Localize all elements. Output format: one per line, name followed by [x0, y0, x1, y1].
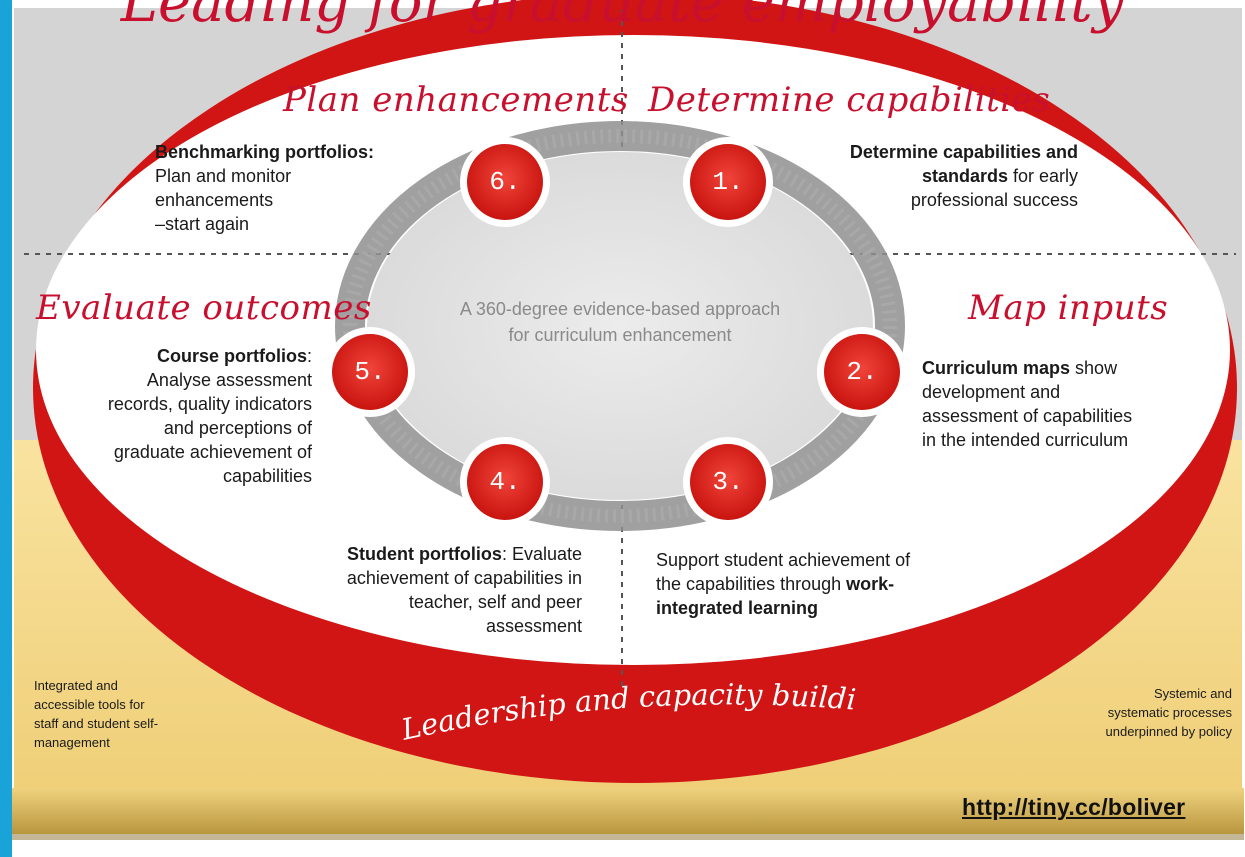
center-caption-line2: for curriculum enhancement: [508, 325, 732, 345]
left-note: Integrated and accessible tools for staf…: [34, 676, 234, 752]
block-3-line2a: the capabilities through: [656, 574, 847, 594]
left-note-line2: accessible tools for: [34, 697, 145, 712]
phase-title-evaluate: Evaluate outcomes: [36, 288, 372, 328]
phase-title-plan: Plan enhancements: [283, 80, 629, 120]
page-title: Leading for graduate employability: [120, 0, 1125, 35]
block-5-bold: Course portfolios: [156, 346, 307, 366]
block-curriculum-maps: Curriculum maps show development and ass…: [922, 356, 1222, 452]
block-5-colon: :: [306, 346, 312, 366]
block-student-portfolios: Student portfolios: Evaluate achievement…: [270, 542, 582, 638]
cycle-ring-texture: [343, 129, 897, 523]
block-5-line5: capabilities: [222, 466, 312, 486]
block-6-bold: Benchmarking portfolios:: [155, 142, 375, 162]
block-1-rest2: for early: [1007, 166, 1078, 186]
left-note-line1: Integrated and: [34, 678, 118, 693]
center-fill: [367, 152, 873, 500]
block-3-line3: integrated learning: [656, 598, 819, 618]
block-6-line2: enhancements: [155, 190, 274, 210]
right-note-line2: systematic processes: [1107, 705, 1232, 720]
base-plate: [12, 788, 1244, 834]
block-3-line2b: work-: [846, 574, 895, 594]
badge-5: [325, 327, 415, 417]
badge-2: [817, 327, 907, 417]
block-4-line4: assessment: [485, 616, 582, 636]
left-frame-bar: [0, 0, 12, 857]
right-note-line3: underpinned by policy: [1105, 724, 1232, 739]
badge-1: [683, 137, 773, 227]
badge-4-label: 4.: [489, 467, 521, 497]
badge-6: [460, 137, 550, 227]
left-note-line4: management: [34, 735, 110, 750]
right-note-line1: Systemic and: [1153, 686, 1232, 701]
block-6-line1: Plan and monitor: [155, 166, 292, 186]
phase-title-determine: Determine capabilities: [648, 80, 1051, 120]
source-url-link[interactable]: http://tiny.cc/boliver: [962, 794, 1186, 820]
block-5-line3: and perceptions of: [163, 418, 312, 438]
badge-4: [460, 437, 550, 527]
badge-6-label: 6.: [489, 167, 521, 197]
block-work-integrated: Support student achievement of the capab…: [656, 548, 996, 620]
block-benchmarking: Benchmarking portfolios: Plan and monito…: [155, 140, 455, 236]
block-1-bold2: standards: [921, 166, 1008, 186]
block-2-line4: in the intended curriculum: [922, 430, 1129, 450]
badge-3-label: 3.: [712, 467, 744, 497]
center-caption: A 360-degree evidence-based approach for…: [390, 296, 850, 348]
block-5-line4: graduate achievement of: [113, 442, 312, 462]
block-4-line2: achievement of capabilities in: [346, 568, 582, 588]
block-6-line3: –start again: [155, 214, 250, 234]
block-3-line1: Support student achievement of: [656, 550, 911, 570]
block-2-line3: assessment of capabilities: [922, 406, 1133, 426]
badge-5-label: 5.: [354, 357, 386, 387]
block-course-portfolios: Course portfolios: Analyse assessment re…: [40, 344, 312, 488]
badge-2-label: 2.: [846, 357, 878, 387]
block-2-bold: Curriculum maps: [922, 358, 1071, 378]
block-2-line2: development and: [922, 382, 1061, 402]
block-4-bold: Student portfolios: [346, 544, 502, 564]
block-1-line3: professional success: [910, 190, 1078, 210]
badge-1-label: 1.: [712, 167, 744, 197]
left-note-line3: staff and student self-: [34, 716, 159, 731]
center-caption-line1: A 360-degree evidence-based approach: [459, 299, 781, 319]
right-note: Systemic and systematic processes underp…: [1026, 684, 1232, 741]
block-2-rest1: show: [1070, 358, 1118, 378]
block-1-bold1: Determine capabilities and: [849, 142, 1078, 162]
block-4-rest1: : Evaluate: [501, 544, 582, 564]
block-determine: Determine capabilities and standards for…: [770, 140, 1078, 212]
block-4-line3: teacher, self and peer: [408, 592, 582, 612]
phase-title-map: Map inputs: [968, 288, 1169, 328]
base-shadow: [12, 834, 1244, 840]
block-5-line1: Analyse assessment: [146, 370, 312, 390]
block-5-line2: records, quality indicators: [107, 394, 312, 414]
badge-3: [683, 437, 773, 527]
